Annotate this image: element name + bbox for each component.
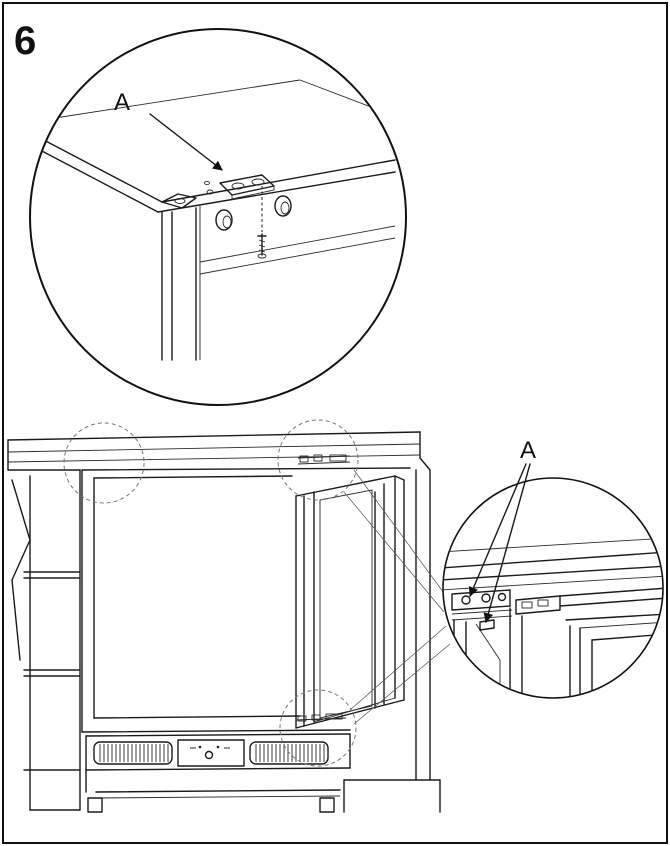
detail-ring-top-left — [63, 422, 145, 504]
right-callout-arrow-2 — [483, 463, 531, 623]
step-number: 6 — [14, 19, 36, 63]
appliance-front-view — [7, 419, 451, 813]
top-callout-arrow — [149, 113, 223, 171]
right-detail-circle: A — [442, 437, 664, 699]
left-foot — [87, 797, 103, 813]
right-foot — [319, 797, 335, 813]
right-vent-grille — [249, 741, 329, 765]
center-control-panel — [177, 739, 245, 767]
top-callout-label: A — [114, 89, 130, 116]
right-callout-label: A — [520, 437, 536, 464]
left-vent-grille — [93, 741, 173, 765]
detail-ring-bottom-right — [279, 689, 357, 767]
detail-ring-top-right — [277, 419, 359, 501]
right-callout-arrow-1 — [468, 463, 527, 597]
top-detail-circle: A — [29, 28, 407, 406]
